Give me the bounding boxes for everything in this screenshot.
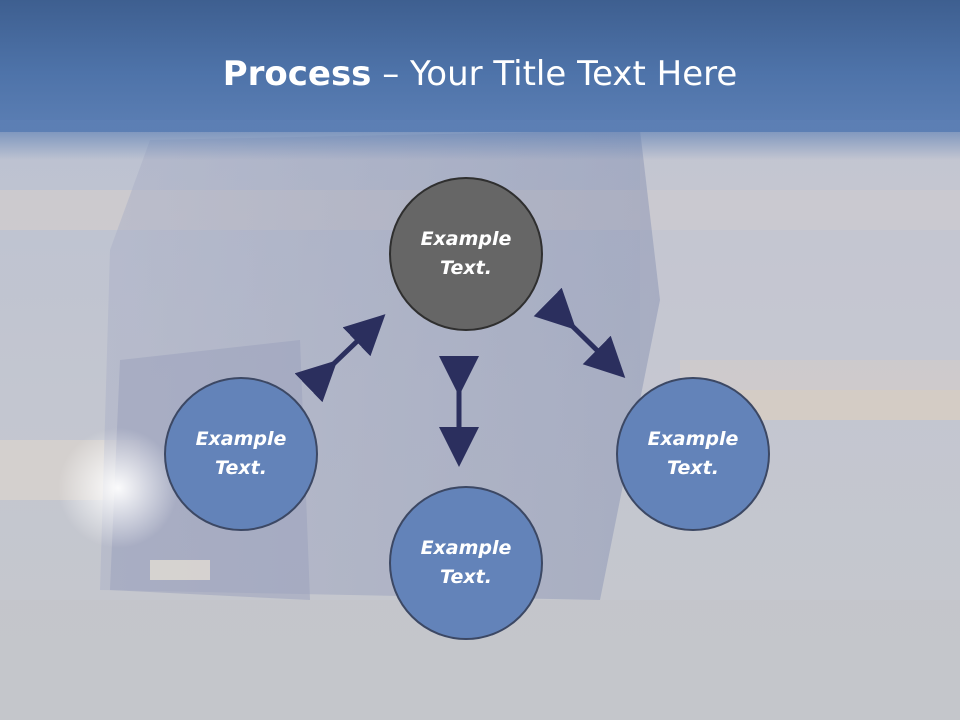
process-node-top-label: Example Text.: [420, 228, 512, 279]
process-node-left-label: Example Text.: [195, 428, 287, 479]
title-bar: [0, 0, 960, 132]
process-node-bottom-label: Example Text.: [420, 537, 512, 588]
process-node-bottom: Example Text.: [389, 486, 543, 640]
arrow-top-left: [294, 314, 386, 403]
process-node-right: Example Text.: [616, 377, 770, 531]
process-node-right-label: Example Text.: [647, 428, 739, 479]
slide-title: Process – Your Title Text Here: [0, 52, 960, 96]
title-bar-fade: [0, 120, 960, 160]
arrow-top-right: [533, 287, 626, 378]
process-node-left: Example Text.: [164, 377, 318, 531]
slide-title-bold: Process: [222, 54, 372, 94]
process-node-top: Example Text.: [389, 177, 543, 331]
slide-title-rest: – Your Title Text Here: [371, 54, 738, 94]
